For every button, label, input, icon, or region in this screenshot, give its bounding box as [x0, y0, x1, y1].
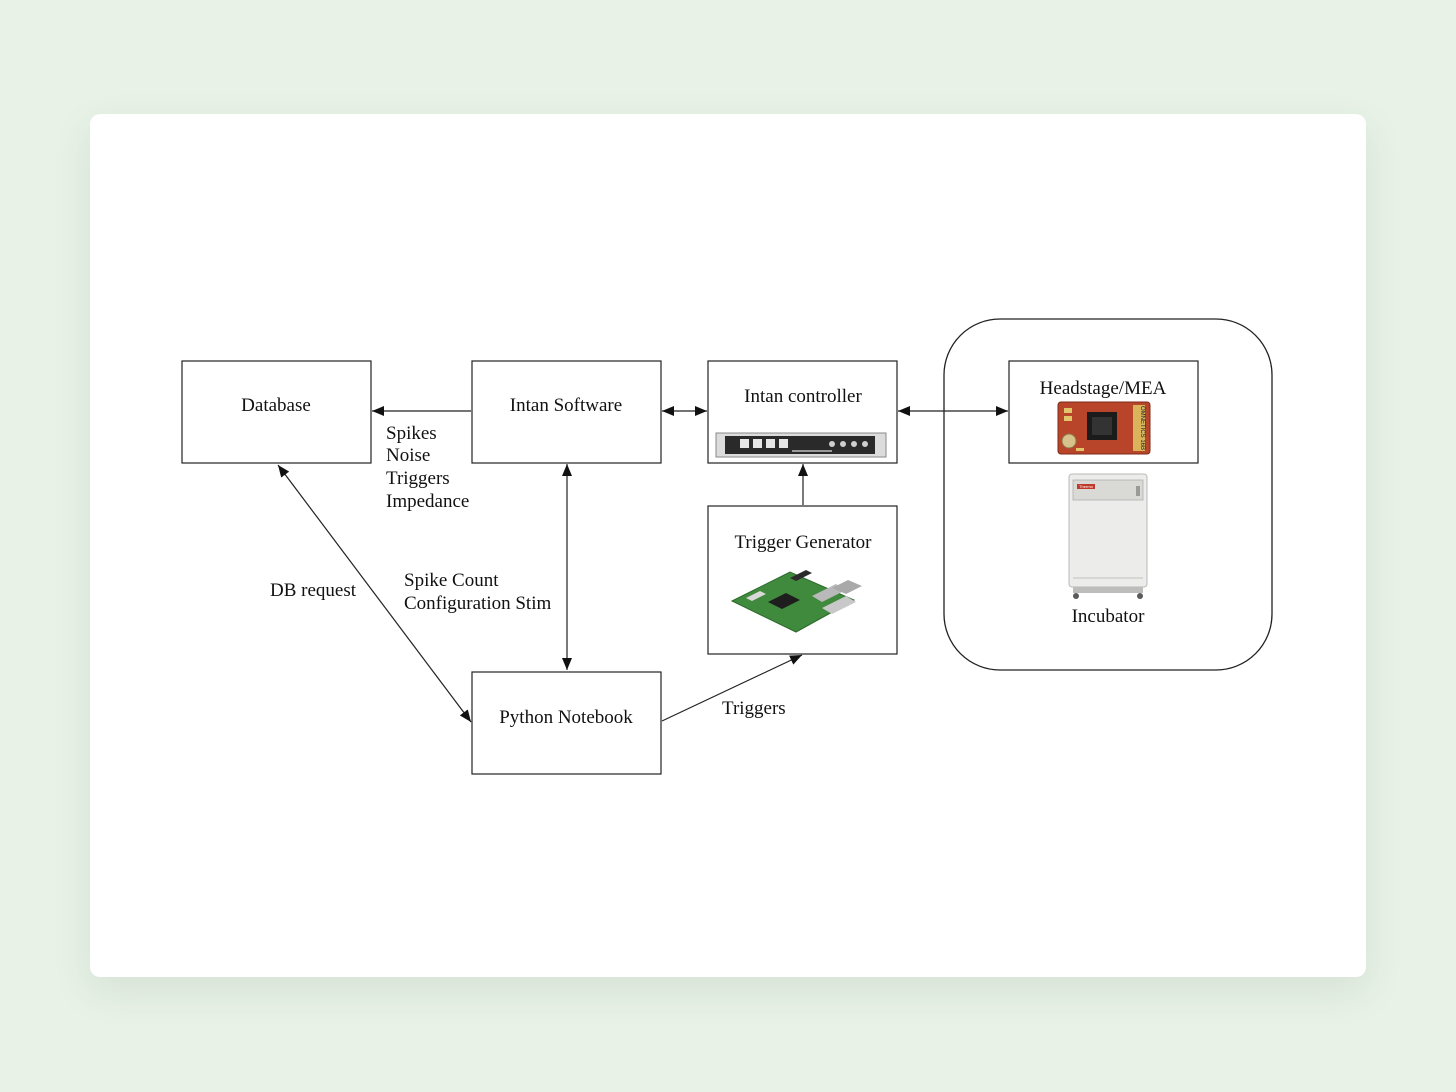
incubator-image: Thermo — [1068, 473, 1148, 599]
edge-label-noise: Noise — [386, 445, 430, 466]
node-headstage: Headstage/MEA OMNETICS 16B — [1008, 360, 1199, 464]
node-python-notebook: Python Notebook — [471, 671, 662, 775]
rack-controller-image — [715, 432, 887, 458]
edge-database-python — [277, 464, 472, 723]
headstage-board-image: OMNETICS 16B — [1057, 401, 1151, 455]
edge-label-triggers-db: Triggers — [386, 468, 450, 489]
edge-label-configuration-stim: Configuration Stim — [404, 593, 551, 614]
node-database: Database — [181, 360, 372, 464]
node-intan-controller: Intan controller — [707, 360, 898, 464]
node-incubator-label: Incubator — [1072, 606, 1145, 627]
edge-label-triggers: Triggers — [722, 698, 786, 719]
raspberry-pi-image — [730, 570, 862, 633]
edge-label-db-request: DB request — [270, 580, 357, 601]
edge-python-to-trigger — [661, 654, 803, 722]
node-python-notebook-label: Python Notebook — [499, 707, 633, 728]
edge-label-impedance: Impedance — [386, 491, 469, 512]
node-database-label: Database — [241, 395, 311, 416]
node-intan-software-label: Intan Software — [510, 395, 622, 416]
edge-label-spikes: Spikes — [386, 423, 437, 444]
node-intan-software: Intan Software — [471, 360, 662, 464]
node-headstage-label: Headstage/MEA — [1040, 378, 1167, 399]
node-trigger-generator: Trigger Generator — [707, 505, 898, 655]
incubator-enclosure — [943, 318, 1273, 671]
node-trigger-generator-label: Trigger Generator — [734, 532, 872, 553]
incubator-brand-text: Thermo — [1079, 484, 1094, 489]
edge-label-spike-count: Spike Count — [404, 570, 499, 591]
node-intan-controller-label: Intan controller — [744, 386, 862, 407]
edge-label-software-python: Spike Count Configuration Stim — [404, 570, 551, 614]
headstage-board-text: OMNETICS 16B — [1139, 406, 1145, 450]
edge-label-software-to-database: Spikes Noise Triggers Impedance — [386, 423, 469, 512]
